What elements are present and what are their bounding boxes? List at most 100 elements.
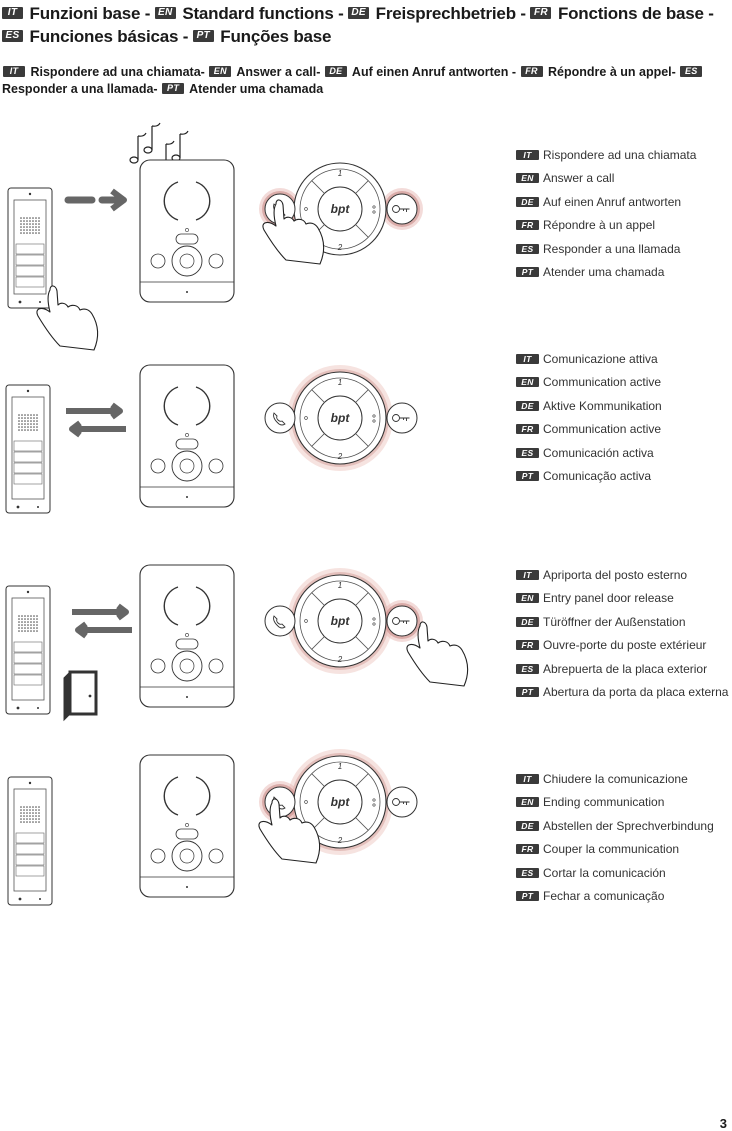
lang-badge: EN <box>516 377 539 388</box>
speaker-arc-right <box>195 386 211 426</box>
lang-badge: IT <box>516 353 539 364</box>
keypad-right-dot <box>372 622 376 626</box>
speaker-hole <box>29 232 31 234</box>
speaker-hole <box>26 226 28 228</box>
speaker-hole <box>21 618 23 620</box>
mini-keypad-center <box>179 253 195 269</box>
speaker-hole <box>38 812 40 814</box>
speaker-hole <box>32 812 34 814</box>
lang-badge: ES <box>516 663 539 674</box>
speaker-hole <box>24 627 26 629</box>
note-flag <box>165 140 175 145</box>
list-text: Entry panel door release <box>543 591 674 606</box>
mini-keypad-center <box>179 658 195 674</box>
keypad-mark-1: 1 <box>338 378 342 387</box>
lang-badge: FR <box>516 424 539 435</box>
entry-panel-inner <box>13 199 47 295</box>
speaker-hole <box>38 818 40 820</box>
speaker-hole <box>27 423 29 425</box>
speaker-hole <box>23 232 25 234</box>
entry-panel <box>7 776 53 906</box>
speaker-hole <box>20 223 22 225</box>
speaker-hole <box>33 414 35 416</box>
bpt-logo: bpt <box>331 202 351 216</box>
speaker-hole <box>33 615 35 617</box>
speaker-hole <box>29 220 31 222</box>
lang-badge: PT <box>516 687 539 698</box>
arrow-left <box>69 420 126 438</box>
speaker-hole <box>30 630 32 632</box>
speaker-hole <box>33 420 35 422</box>
speaker-hole <box>23 818 25 820</box>
speaker-hole <box>23 809 25 811</box>
speaker-hole <box>24 423 26 425</box>
speaker-hole <box>38 821 40 823</box>
speaker-hole <box>29 815 31 817</box>
speaker-hole <box>27 627 29 629</box>
speaker-hole <box>27 417 29 419</box>
speaker-hole <box>20 226 22 228</box>
entry-panel <box>7 187 53 309</box>
speaker-hole <box>18 414 20 416</box>
keypad-segment-divider <box>355 180 369 194</box>
call-button <box>15 243 45 255</box>
list-text: Answer a call <box>543 171 615 186</box>
subtitle-en: Answer a call- <box>236 65 321 79</box>
mini-door-button <box>208 253 224 269</box>
key-icon-shaft <box>399 417 410 421</box>
entry-panel-frame <box>5 384 51 514</box>
speaker-hole <box>29 806 31 808</box>
mini-answer-button <box>150 848 166 864</box>
speaker-hole <box>36 615 38 617</box>
speaker-hole <box>18 621 20 623</box>
speaker-hole <box>26 220 28 222</box>
speaker-hole <box>26 223 28 225</box>
speaker-hole <box>20 809 22 811</box>
keypad-mid-ring <box>299 168 381 250</box>
mini-door-button <box>208 658 224 674</box>
keypad-mid-ring <box>299 761 381 843</box>
entry-panel-frame <box>5 585 51 715</box>
lang-badge: PT <box>516 267 539 278</box>
keypad-right-dot <box>372 419 376 423</box>
mic-hole <box>185 823 189 827</box>
list-text: Abertura da porta da placa externa <box>543 685 729 700</box>
entry-panel-camera <box>28 192 32 196</box>
speaker-hole <box>35 809 37 811</box>
keypad-left-dot <box>304 416 308 420</box>
speaker-hole <box>29 818 31 820</box>
list-text: Ouvre-porte du poste extérieur <box>543 638 707 653</box>
speaker-hole <box>38 223 40 225</box>
subtitle-es: Responder a una llamada- <box>2 82 158 96</box>
speaker-hole <box>33 429 35 431</box>
speaker-hole <box>18 423 20 425</box>
speaker-hole <box>21 414 23 416</box>
speaker-hole <box>20 232 22 234</box>
mini-door-button <box>208 458 224 474</box>
speaker-hole <box>32 232 34 234</box>
speaker-hole <box>36 414 38 416</box>
speaker-hole <box>26 821 28 823</box>
title-badge-fr: FR <box>530 7 552 20</box>
arrow-left <box>75 621 132 639</box>
speaker-hole <box>32 806 34 808</box>
speaker-hole <box>21 630 23 632</box>
lang-badge: DE <box>516 820 539 831</box>
speaker-hole <box>27 429 29 431</box>
keypad-right-dot <box>372 210 376 214</box>
keypad-segment-divider <box>311 773 325 787</box>
speaker-hole <box>35 812 37 814</box>
speaker-hole <box>35 815 37 817</box>
keypad-center <box>317 395 363 441</box>
entry-panel-logo <box>16 505 20 509</box>
speaker-hole <box>30 426 32 428</box>
note-head <box>129 156 139 164</box>
volume-control <box>175 828 199 840</box>
speaker-hole <box>38 815 40 817</box>
speaker-hole <box>35 220 37 222</box>
